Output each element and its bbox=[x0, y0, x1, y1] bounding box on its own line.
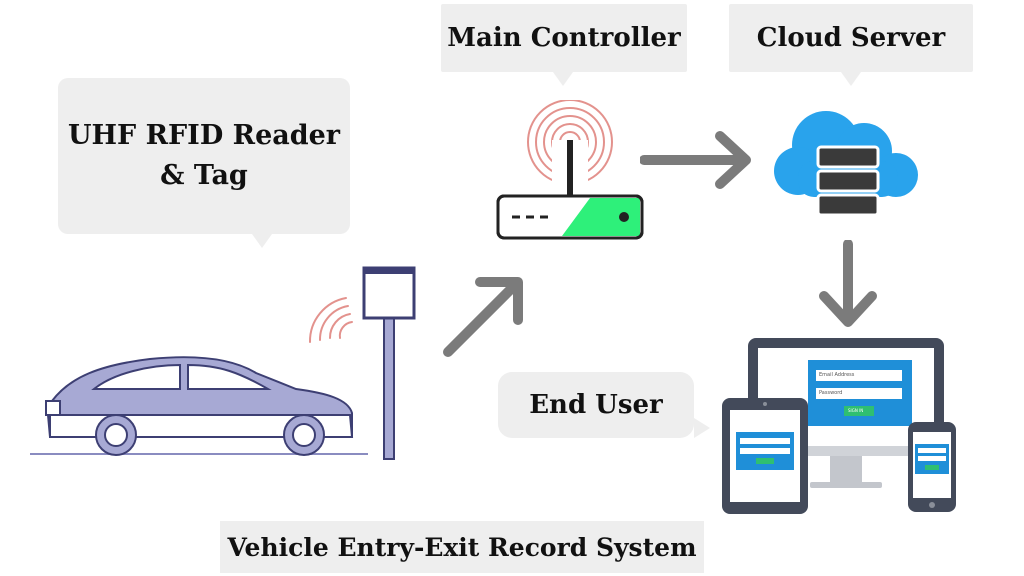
rfid-label-line2: & Tag bbox=[160, 160, 248, 191]
car-icon bbox=[30, 356, 368, 456]
cloud-server-icon bbox=[774, 111, 918, 217]
rfid-reader-icon bbox=[308, 266, 416, 460]
arrow-controller-to-cloud bbox=[640, 131, 751, 189]
cloud-server-label: Cloud Server bbox=[729, 4, 973, 86]
diagram-title: Vehicle Entry-Exit Record System bbox=[220, 521, 704, 573]
devices-icon: Email Address Password SIGN IN bbox=[720, 336, 970, 516]
monitor-password-field[interactable]: Password bbox=[819, 390, 843, 396]
tablet-icon bbox=[722, 398, 808, 514]
phone-icon bbox=[908, 422, 956, 512]
rfid-label-line1: UHF RFID Reader bbox=[67, 120, 341, 151]
router-icon bbox=[496, 100, 644, 240]
arrow-car-to-controller bbox=[443, 277, 523, 357]
rfid-label-bubble: UHF RFID Reader & Tag bbox=[58, 78, 350, 248]
end-user-label: End User bbox=[498, 372, 710, 438]
arrow-cloud-to-user bbox=[819, 240, 877, 327]
main-controller-label: Main Controller bbox=[441, 4, 687, 86]
monitor-sign-in-button[interactable]: SIGN IN bbox=[848, 408, 864, 413]
monitor-email-field[interactable]: Email Address bbox=[819, 372, 855, 378]
